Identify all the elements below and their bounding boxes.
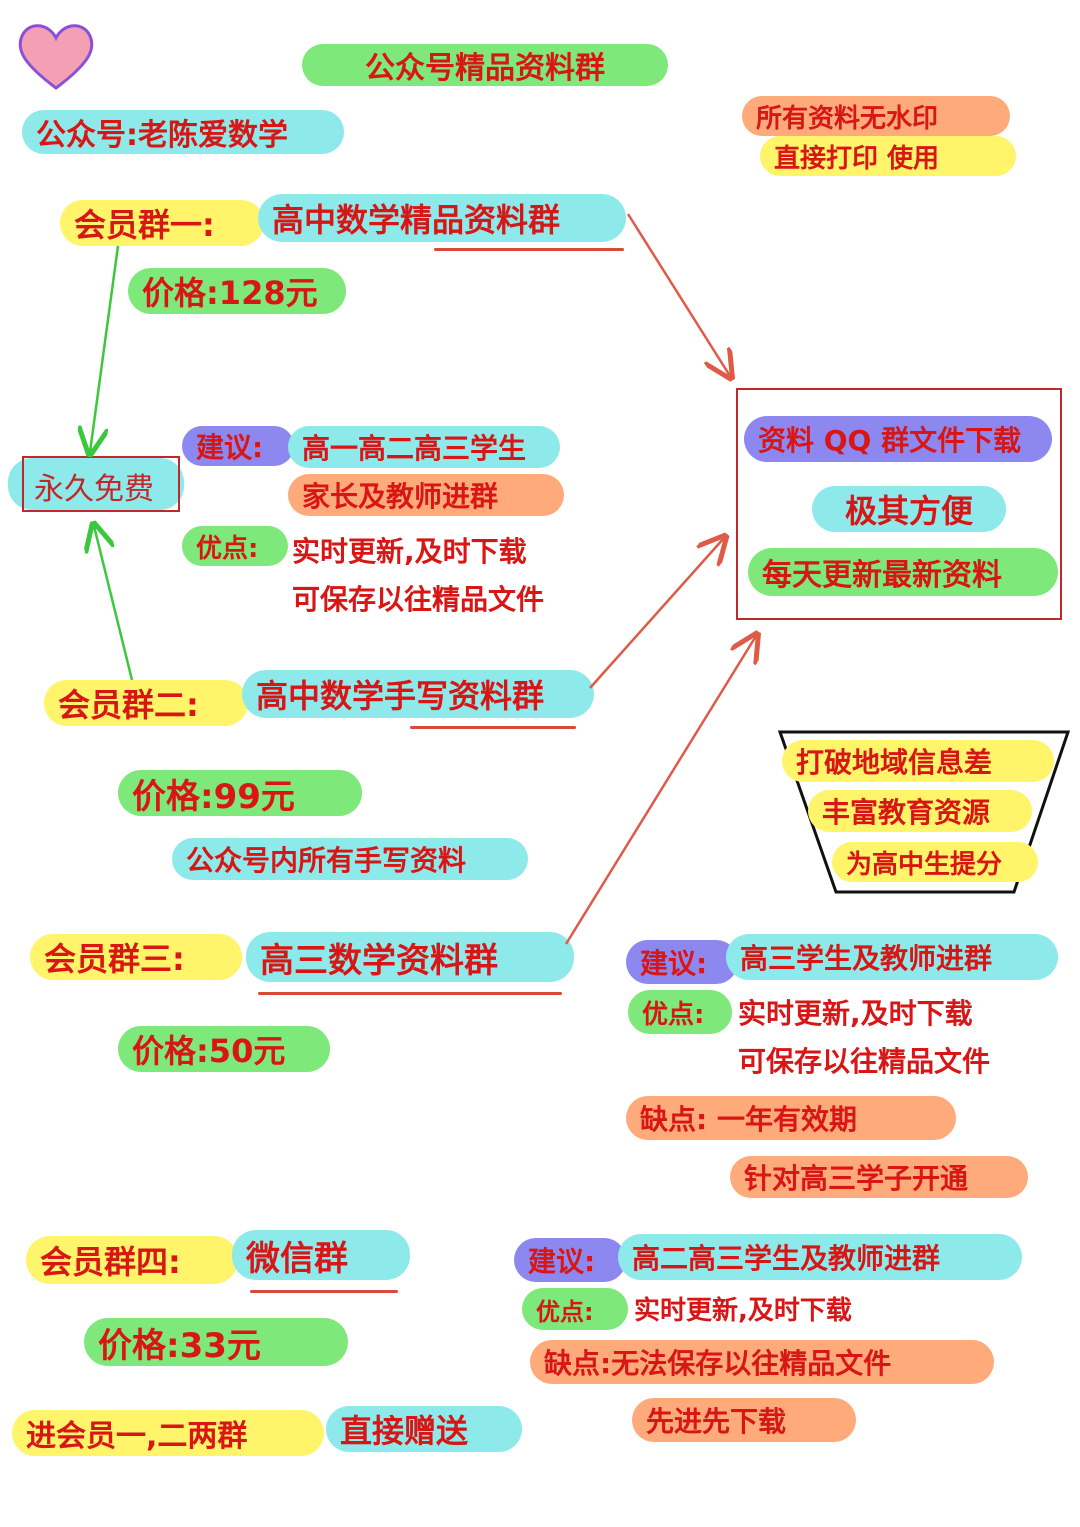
r4-suggest: 高二高三学生及教师进群: [618, 1234, 1022, 1280]
page-title: 公众号精品资料群: [302, 44, 668, 86]
r3-suggest-label: 建议:: [626, 940, 738, 984]
group3-price: 价格:50元: [118, 1026, 330, 1072]
qq-line2: 极其方便: [812, 486, 1006, 532]
funnel-shape: [777, 730, 1071, 894]
group1-price: 价格:128元: [128, 268, 346, 314]
r4-first: 先进先下载: [632, 1398, 856, 1442]
r3-target: 针对高三学子开通: [730, 1156, 1028, 1198]
arrow-group2-to-free: [94, 526, 134, 681]
r3-advantage-2: 可保存以往精品文件: [738, 1045, 991, 1078]
mid-suggest-2: 家长及教师进群: [288, 474, 564, 516]
mid-suggest-label: 建议:: [182, 426, 294, 466]
group4-underline: [250, 1290, 398, 1293]
group2-label: 会员群二:: [44, 680, 248, 726]
mid-advantage-2: 可保存以往精品文件: [292, 583, 545, 616]
group1-name: 高中数学精品资料群: [258, 194, 626, 242]
r4-advantage: 实时更新,及时下载: [634, 1296, 852, 1326]
group2-price: 价格:99元: [118, 770, 362, 817]
group3-underline: [258, 992, 562, 995]
mid-advantage-label: 优点:: [182, 526, 288, 566]
arrow-group1-to-free: [90, 245, 120, 452]
r4-advantage-label: 优点:: [522, 1288, 628, 1330]
account-name: 公众号:老陈爱数学: [22, 110, 344, 154]
arrow-group2-to-qq: [589, 538, 724, 689]
free-label: 永久免费: [34, 472, 154, 507]
free-label-bg: [8, 458, 184, 510]
group2-note: 公众号内所有手写资料: [172, 838, 528, 880]
no-watermark-note: 所有资料无水印: [742, 96, 1010, 136]
r3-advantage-1: 实时更新,及时下载: [738, 997, 973, 1030]
gift-label: 进会员一,二两群: [12, 1410, 324, 1456]
group4-label: 会员群四:: [26, 1236, 238, 1284]
mid-suggest-1: 高一高二高三学生: [288, 426, 560, 468]
group2-name: 高中数学手写资料群: [242, 670, 594, 718]
group1-label: 会员群一:: [60, 200, 264, 246]
mid-advantage-1: 实时更新,及时下载: [292, 535, 527, 568]
gift-value: 直接赠送: [326, 1406, 522, 1452]
qq-group-box: [736, 388, 1062, 620]
group4-price: 价格:33元: [84, 1318, 348, 1366]
funnel-line2: 丰富教育资源: [808, 790, 1032, 832]
arrow-group3-to-qq: [564, 636, 756, 945]
qq-line3: 每天更新最新资料: [748, 548, 1058, 596]
print-note: 直接打印 使用: [760, 136, 1016, 176]
r4-drawback: 缺点:无法保存以往精品文件: [530, 1340, 994, 1384]
r3-suggest: 高三学生及教师进群: [726, 934, 1058, 980]
r4-suggest-label: 建议:: [514, 1238, 626, 1282]
heart-icon: [18, 24, 94, 90]
group3-name: 高三数学资料群: [246, 932, 574, 982]
arrow-group1-to-qq: [626, 213, 730, 376]
group3-label: 会员群三:: [30, 934, 242, 980]
r3-drawback: 缺点: 一年有效期: [626, 1096, 956, 1140]
group1-underline: [434, 248, 624, 251]
qq-line1: 资料 QQ 群文件下载: [744, 416, 1052, 462]
funnel-line1: 打破地域信息差: [782, 740, 1054, 782]
r3-advantage-label: 优点:: [628, 990, 732, 1034]
group2-underline: [410, 726, 576, 729]
funnel-line3: 为高中生提分: [832, 842, 1038, 882]
group4-name: 微信群: [232, 1230, 410, 1280]
